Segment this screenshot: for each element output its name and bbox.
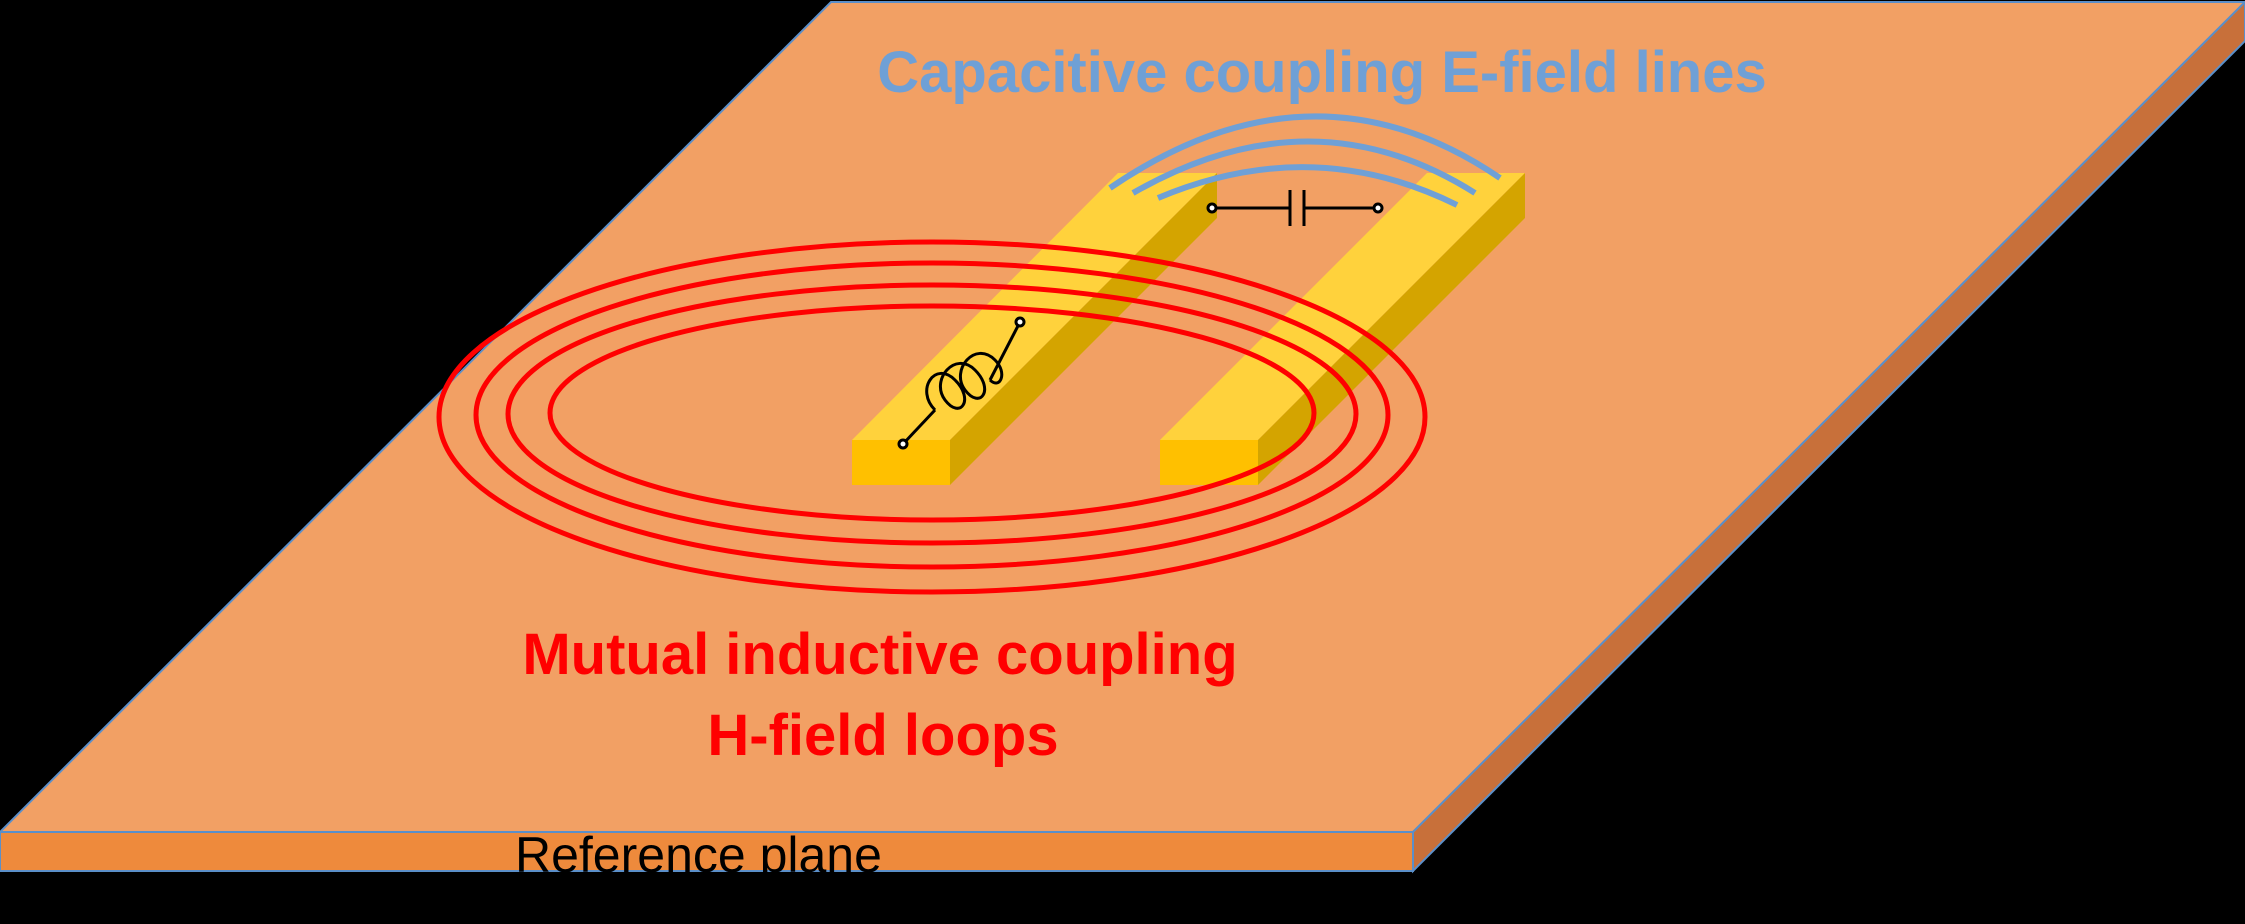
h-field-loop	[505, 282, 1359, 546]
inductor-symbol	[897, 316, 1026, 450]
h-field-loop	[436, 239, 1428, 595]
right-trace-top	[1160, 173, 1525, 440]
e-field-arc	[1108, 113, 1502, 191]
inductive-label-line1: Mutual inductive coupling	[522, 622, 1237, 687]
right-trace-front	[1160, 440, 1258, 485]
inductive-label-line2: H-field loops	[707, 703, 1058, 768]
reference-plane	[0, 0, 2245, 874]
plane-side-face	[1412, 0, 2245, 874]
right-trace-side	[1258, 173, 1525, 485]
right-trace	[1160, 173, 1525, 485]
reference-plane-label: Reference plane	[515, 827, 882, 883]
e-field-arc	[1131, 138, 1477, 196]
h-field-loops	[436, 239, 1428, 595]
h-field-loop	[547, 303, 1317, 523]
left-trace-front	[852, 440, 950, 485]
plane-top-face	[0, 1, 2245, 833]
left-trace-side	[950, 173, 1217, 485]
h-field-loop	[473, 260, 1391, 570]
capacitor-symbol	[1206, 190, 1384, 226]
e-field-lines	[1108, 113, 1502, 208]
capacitive-label: Capacitive coupling E-field lines	[877, 40, 1767, 105]
e-field-arc	[1156, 164, 1459, 208]
